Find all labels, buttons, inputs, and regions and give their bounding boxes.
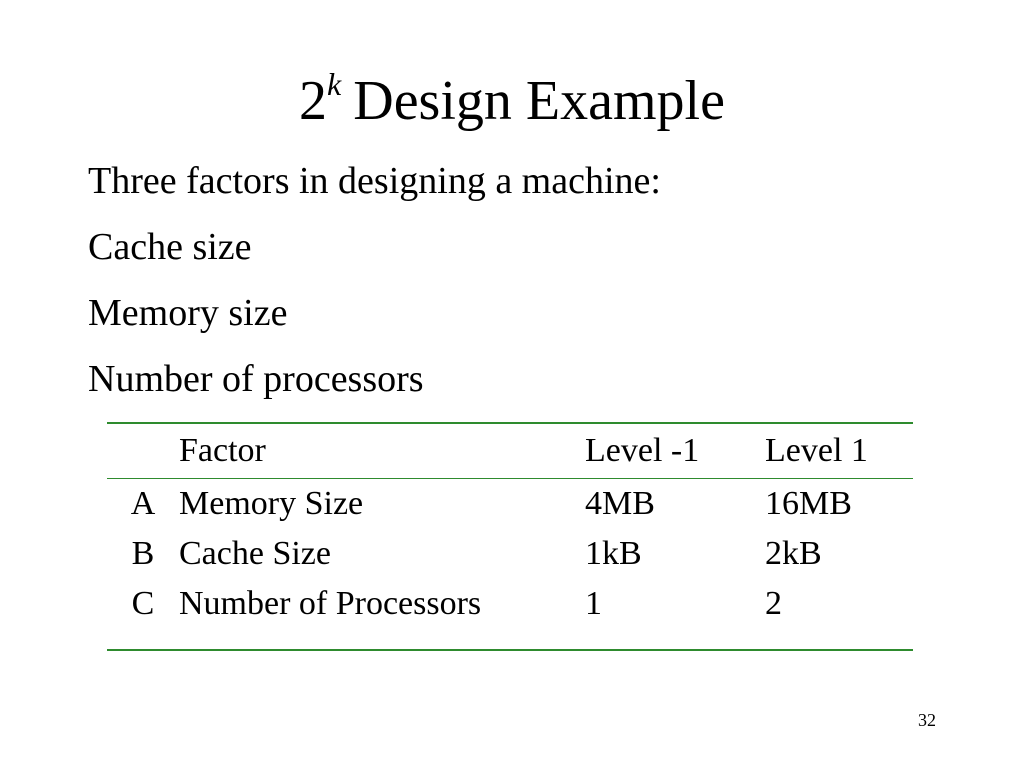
- table-cell-factor: Memory Size: [179, 485, 364, 522]
- bullet-item: Cache size: [88, 226, 252, 268]
- factor-table: Factor Level -1 Level 1 A Memory Size 4M…: [107, 422, 913, 651]
- title-superscript: k: [327, 66, 342, 102]
- table-header-rule: [107, 478, 913, 479]
- header-cell-level-1: Level 1: [765, 432, 868, 469]
- title-text: Design Example: [353, 70, 725, 132]
- table-cell-level-1: 2: [765, 585, 782, 622]
- table-spacer: [107, 629, 913, 649]
- table-cell-level-minus1: 1kB: [585, 535, 642, 572]
- table-row: A Memory Size 4MB 16MB: [107, 479, 913, 529]
- header-cell-factor: Factor: [179, 432, 266, 469]
- table-cell-level-minus1: 1: [585, 585, 602, 622]
- header-cell-level-minus1: Level -1: [585, 432, 700, 469]
- table-cell-level-minus1: 4MB: [585, 485, 655, 522]
- table-cell-level-1: 2kB: [765, 535, 822, 572]
- bullet-item: Memory size: [88, 292, 288, 334]
- bullet-item: Three factors in designing a machine:: [88, 160, 661, 202]
- title-base: 2: [299, 70, 328, 132]
- table-cell-factor: Number of Processors: [179, 585, 482, 622]
- slide-title: 2k Design Example: [0, 66, 1024, 141]
- table-row: C Number of Processors 1 2: [107, 579, 913, 629]
- table-cell-factor: Cache Size: [179, 535, 331, 572]
- bullet-item: Number of processors: [88, 358, 424, 400]
- table-cell-id: B: [131, 535, 155, 572]
- table-cell-level-1: 16MB: [765, 485, 852, 522]
- factor-table-body: A Memory Size 4MB 16MB B Cache Size 1kB …: [107, 479, 913, 649]
- page-number: 32: [918, 710, 936, 730]
- table-header-row: Factor Level -1 Level 1: [107, 424, 913, 478]
- factor-table-grid: Factor Level -1 Level 1: [107, 424, 913, 478]
- table-spacer-cell: [107, 629, 913, 649]
- table-cell-id: A: [130, 485, 156, 522]
- table-cell-id: C: [131, 585, 155, 622]
- header-cell: [107, 424, 179, 478]
- table-row: B Cache Size 1kB 2kB: [107, 529, 913, 579]
- bullet-list: Three factors in designing a machine: Ca…: [88, 155, 661, 419]
- table-bottom-rule: [107, 649, 913, 651]
- table-top-rule: [107, 422, 913, 424]
